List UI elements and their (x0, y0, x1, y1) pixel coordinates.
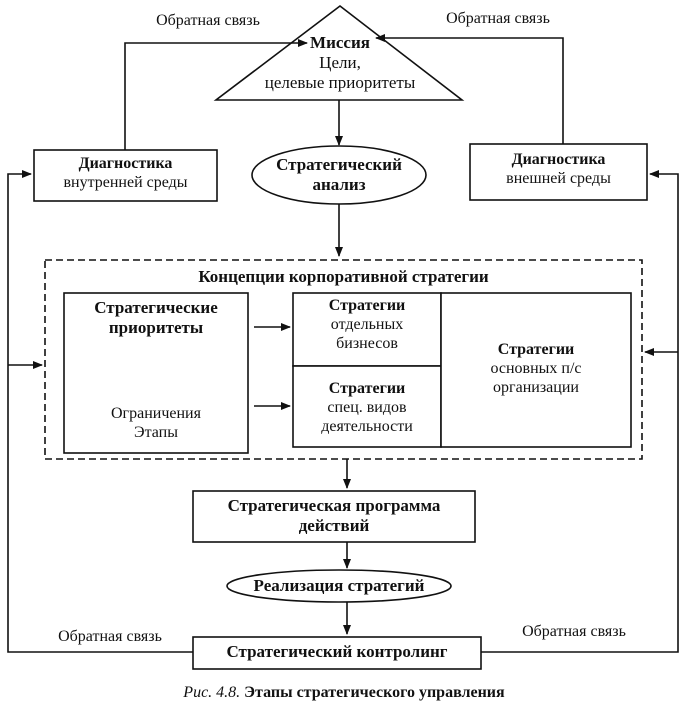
diag-external-node: Диагностика внешней среды (470, 151, 647, 189)
implementation-node: Реализация стратегий (253, 576, 425, 595)
program-line2: действий (298, 516, 370, 536)
feedback-label-bottom-left: Обратная связь (58, 628, 162, 645)
mission-priorities: целевые приоритеты (264, 73, 416, 93)
concepts-dashed-box (44, 259, 643, 460)
concepts-title: Концепции корпоративной стратегии (198, 267, 489, 286)
strategic-analysis-node: Стратегический анализ (252, 155, 426, 195)
controlling-box (192, 636, 482, 670)
strategic-analysis-line1: Стратегический (276, 155, 402, 174)
diag-internal-subtitle: внутренней среды (63, 173, 188, 191)
activity-strategies-line3: деятельности (321, 417, 413, 435)
business-strategies-box (292, 292, 442, 367)
feedback-loop-left (7, 170, 193, 653)
division-strategies-line3: организации (493, 378, 579, 396)
caption-prefix: Рис. 4.8. (183, 684, 241, 701)
feedback-label-bottom-right: Обратная связь (522, 623, 626, 640)
program-line1: Стратегическая программа (227, 496, 441, 515)
mission-goals: Цели, (319, 53, 361, 73)
figure-caption: Рис. 4.8. Этапы стратегического управлен… (0, 684, 688, 702)
division-strategies-title: Стратегии (497, 341, 575, 358)
diag-internal-box (33, 149, 218, 202)
diag-internal-node: Диагностика внутренней среды (34, 155, 217, 193)
mission-node: Миссия Цели, целевые приоритеты (240, 33, 440, 93)
diag-internal-title: Диагностика (78, 155, 173, 172)
diag-external-box (469, 143, 648, 201)
business-strategies-line2: отдельных (330, 315, 404, 333)
caption-text: Этапы стратегического управления (244, 684, 505, 701)
activity-strategies-line2: спец. видов (327, 398, 407, 416)
priorities-box (63, 292, 249, 454)
business-strategies-node: Стратегии отдельных бизнесов (293, 297, 441, 354)
division-strategies-node: Стратегии основных п/с организации (441, 341, 631, 398)
strategic-analysis-line2: анализ (312, 175, 366, 195)
business-strategies-line3: бизнесов (336, 334, 398, 352)
priorities-stages: Этапы (134, 423, 178, 441)
priorities-constraints: Ограничения (111, 405, 201, 422)
priorities-title-2: приоритеты (108, 318, 204, 338)
division-strategies-line2: основных п/с (490, 359, 582, 377)
diag-external-subtitle: внешней среды (506, 169, 611, 187)
controlling-node: Стратегический контролинг (226, 642, 448, 661)
feedback-arrow-top-left (124, 39, 308, 150)
division-strategies-box (440, 292, 632, 448)
business-strategies-title: Стратегии (328, 297, 406, 314)
priorities-extra: Ограничения Этапы (64, 405, 248, 443)
mission-title: Миссия (310, 33, 370, 52)
diag-external-title: Диагностика (511, 151, 606, 168)
activity-strategies-title: Стратегии (328, 380, 406, 397)
priorities-node: Стратегические приоритеты (64, 298, 248, 338)
feedback-label-top-right: Обратная связь (446, 10, 550, 27)
activity-strategies-node: Стратегии спец. видов деятельности (293, 380, 441, 437)
priorities-title-1: Стратегические (94, 298, 218, 317)
feedback-label-top-left: Обратная связь (156, 12, 260, 29)
program-box (192, 490, 476, 543)
activity-strategies-box (292, 365, 442, 448)
feedback-arrow-top-right (375, 34, 564, 144)
feedback-loop-right (481, 170, 679, 653)
implementation-ellipse (226, 569, 452, 603)
program-node: Стратегическая программа действий (193, 496, 475, 536)
